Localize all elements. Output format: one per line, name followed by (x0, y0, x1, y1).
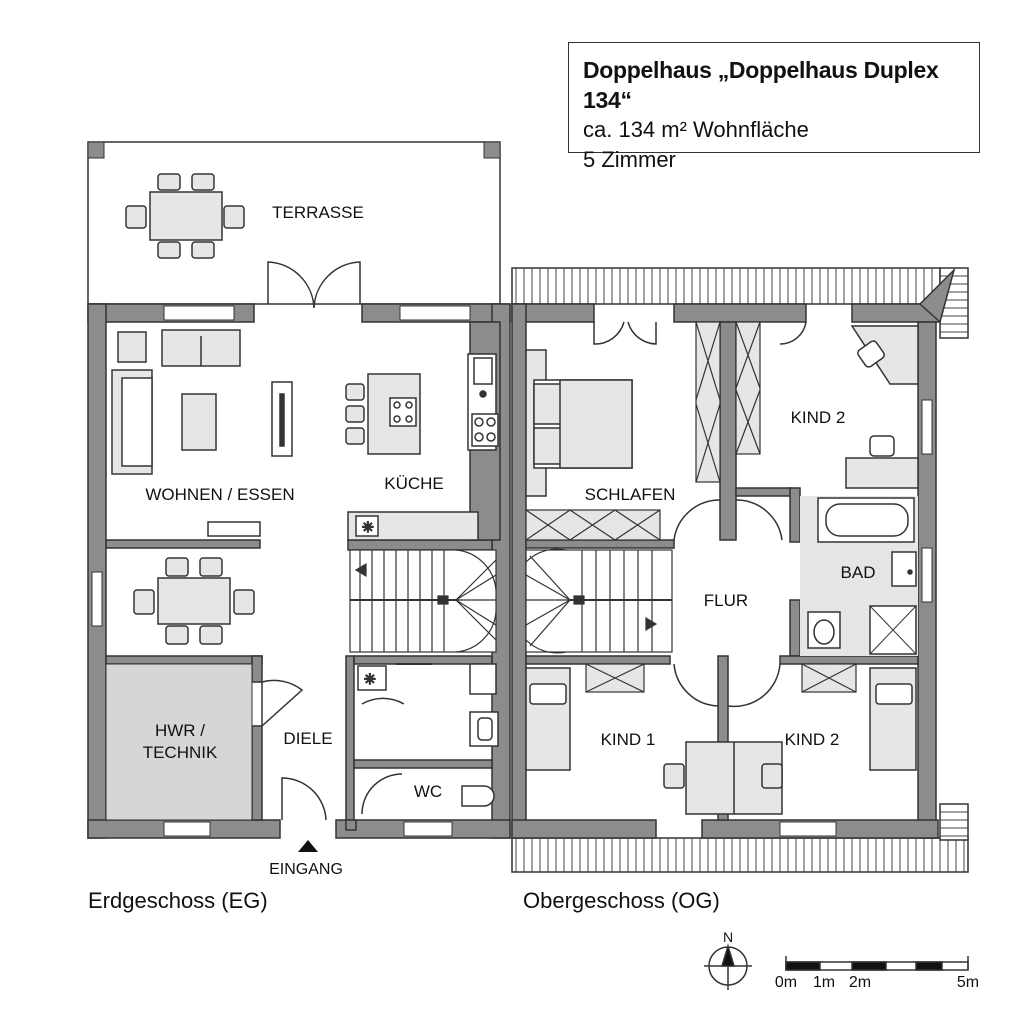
house-name: Doppelhaus „Doppelhaus Duplex 134“ (583, 57, 939, 113)
top-railing (511, 267, 941, 305)
label-kind2-bottom: KIND 2 (785, 730, 840, 749)
double-bed (525, 349, 633, 497)
label-bad: BAD (841, 563, 876, 582)
label-kind2-top: KIND 2 (791, 408, 846, 427)
upper-floor: SCHLAFEN KIND 2 BAD FLUR KIND 1 KIND 2 (511, 267, 969, 873)
label-eingang: EINGANG (269, 861, 343, 878)
compass-north: N (723, 929, 733, 945)
scale-tick: 0m (775, 974, 797, 991)
hwr-door (261, 679, 304, 728)
label-diele: DIELE (283, 729, 332, 748)
title-box: Doppelhaus „Doppelhaus Duplex 134“ ca. 1… (568, 42, 980, 172)
og-wardrobes (525, 321, 857, 693)
eg-windows (91, 305, 471, 837)
ground-floor: ✳ (87, 141, 511, 878)
terrace-table (125, 173, 245, 259)
label-wohnen: WOHNEN / ESSEN (145, 485, 294, 504)
label-hwr-1: HWR / (155, 721, 205, 740)
compass-icon: N (704, 929, 752, 990)
label-flur: FLUR (704, 591, 748, 610)
kids-beds (525, 667, 917, 771)
label-kind1: KIND 1 (601, 730, 656, 749)
og-staircase (525, 548, 673, 654)
corner-railing-bottom (939, 803, 969, 841)
bathroom-fixtures (800, 496, 918, 656)
og-windows (779, 399, 933, 837)
terrace-post (87, 141, 105, 159)
kids-desk (663, 741, 783, 815)
label-terrasse: TERRASSE (272, 203, 364, 222)
terrace-post (483, 141, 501, 159)
eg-outer-walls (87, 303, 511, 839)
scale-tick: 1m (813, 974, 835, 991)
scale-bar: 0m 1m 2m 5m (775, 956, 979, 991)
svg-text:✳: ✳ (364, 671, 376, 687)
kitchen-island (345, 373, 421, 455)
living-area: ca. 134 m² Wohnfläche (583, 117, 809, 142)
svg-text:✳: ✳ (362, 519, 374, 535)
eg-staircase (349, 549, 497, 653)
dining-table (133, 557, 255, 645)
room-count: 5 Zimmer (583, 147, 676, 172)
scale-tick: 5m (957, 974, 979, 991)
bottom-railing (511, 837, 969, 873)
scale-tick: 2m (849, 974, 871, 991)
eg-utility: ✳ (357, 663, 499, 815)
living-furniture (111, 329, 293, 537)
caption-eg: Erdgeschoss (EG) (88, 888, 268, 913)
terrace-door (267, 261, 361, 309)
eg-labels: TERRASSE WOHNEN / ESSEN KÜCHE HWR / TECH… (143, 203, 444, 878)
kind2-top-furniture (845, 325, 919, 489)
label-kueche: KÜCHE (384, 474, 444, 493)
label-hwr-2: TECHNIK (143, 743, 218, 762)
kitchen-counter: ✳ (347, 353, 499, 541)
entrance-arrow-icon (298, 840, 318, 852)
label-schlafen: SCHLAFEN (585, 485, 676, 504)
hwr-room (105, 663, 253, 821)
entrance-door[interactable] (281, 777, 327, 821)
label-wc: WC (414, 782, 442, 801)
og-labels: SCHLAFEN KIND 2 BAD FLUR KIND 1 KIND 2 (585, 408, 876, 749)
caption-og: Obergeschoss (OG) (523, 888, 720, 913)
